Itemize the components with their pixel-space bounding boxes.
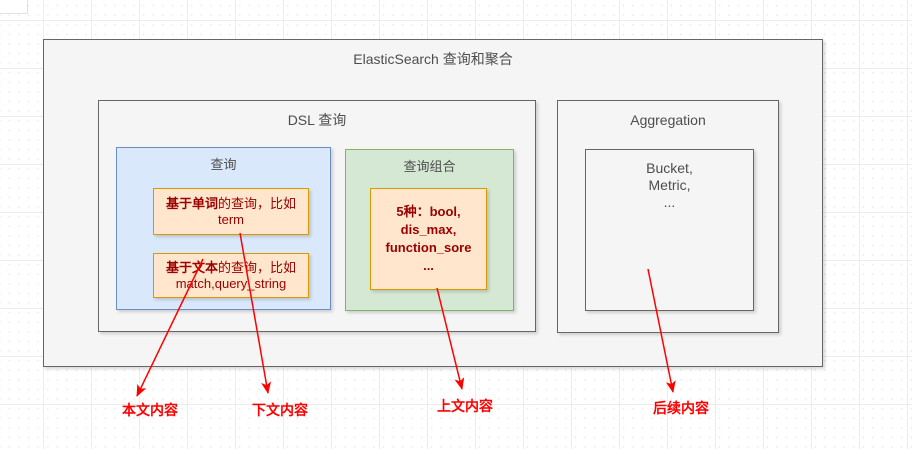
term-query-line1: 基于单词的查询，比如 (154, 196, 308, 212)
agg-line-2: Metric, (648, 177, 691, 193)
combo-types-box[interactable]: 5种：bool, dis_max, function_sore ... (370, 188, 487, 290)
combo-line-3: function_sore (385, 240, 472, 255)
combo-group-title: 查询组合 (403, 159, 456, 174)
text-query-box[interactable]: 基于文本的查询，比如 match,query_string (153, 253, 309, 298)
agg-line-1: Bucket, (646, 160, 693, 176)
term-query-rest-text: 的查询，比如 (218, 195, 297, 211)
annotation-xiawen[interactable]: 下文内容 (252, 402, 308, 418)
combo-line-1: 5种：bool, (396, 204, 461, 219)
canvas-corner (0, 0, 28, 14)
dsl-group-box[interactable]: DSL 查询 查询 基于单词的查询，比如 term 基于文本的查询，比如 mat… (98, 100, 536, 332)
annotation-shangwen[interactable]: 上文内容 (437, 398, 493, 414)
aggregation-types-box[interactable]: Bucket, Metric, ... (585, 149, 754, 311)
query-group-title: 查询 (210, 157, 237, 172)
text-query-line1: 基于文本的查询，比如 (154, 260, 308, 276)
annotation-houxu[interactable]: 后续内容 (653, 400, 709, 416)
combo-group-box[interactable]: 查询组合 5种：bool, dis_max, function_sore ... (345, 149, 514, 311)
dsl-group-title: DSL 查询 (287, 112, 347, 128)
agg-line-3: ... (663, 194, 676, 210)
root-group-title: ElasticSearch 查询和聚合 (353, 51, 513, 67)
term-query-box[interactable]: 基于单词的查询，比如 term (153, 188, 309, 235)
aggregation-group-box[interactable]: Aggregation Bucket, Metric, ... (557, 100, 779, 333)
combo-line-4: ... (423, 258, 434, 273)
term-query-line2: term (218, 211, 244, 227)
text-query-rest-text: 的查询，比如 (218, 259, 297, 275)
aggregation-group-title: Aggregation (630, 112, 706, 128)
term-query-bold-text: 基于单词 (165, 195, 218, 211)
query-group-box[interactable]: 查询 基于单词的查询，比如 term 基于文本的查询，比如 match,quer… (116, 147, 331, 310)
combo-line-2: dis_max, (400, 222, 457, 237)
annotation-benwen[interactable]: 本文内容 (122, 402, 178, 418)
text-query-line2: match,query_string (175, 275, 287, 291)
text-query-bold-text: 基于文本 (165, 259, 218, 275)
root-group-box[interactable]: ElasticSearch 查询和聚合 DSL 查询 查询 基于单词的查询，比如… (43, 39, 823, 367)
